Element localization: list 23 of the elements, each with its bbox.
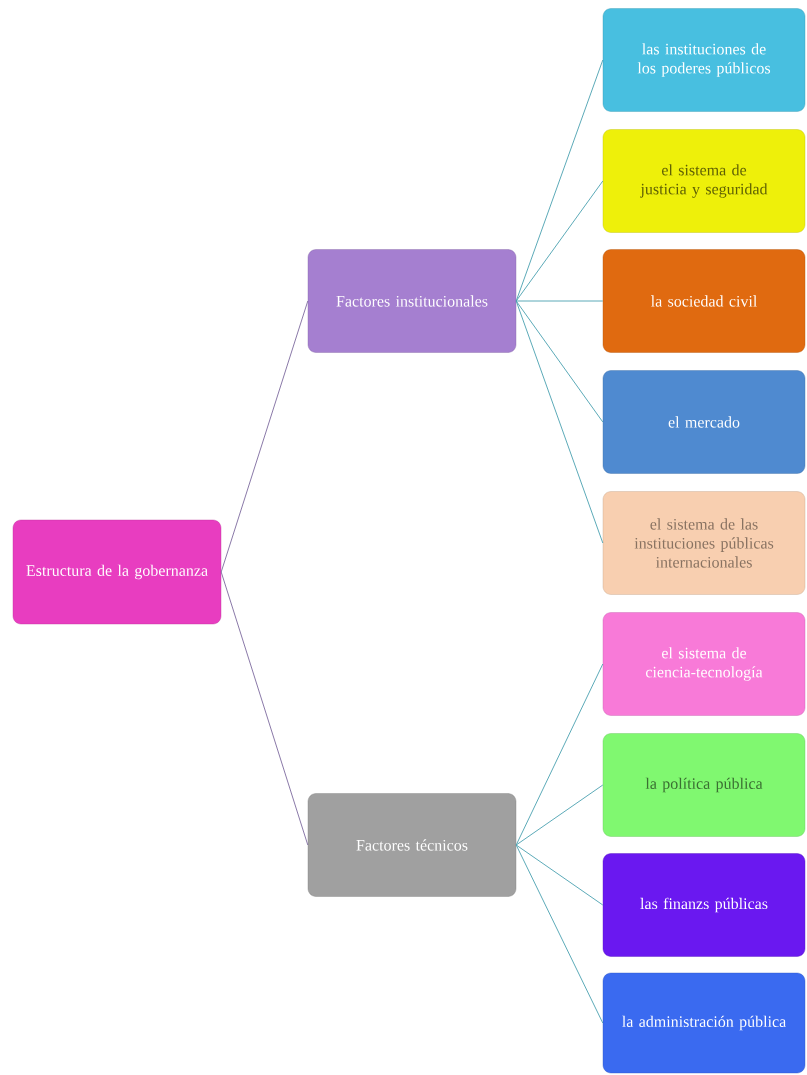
connector-line bbox=[515, 844, 604, 906]
process-box: la administración pública bbox=[602, 972, 806, 1074]
connector-line bbox=[220, 300, 309, 573]
process-box: Estructura de la gobernanza bbox=[12, 519, 222, 625]
process-box: el sistema de justicia y seguridad bbox=[602, 129, 806, 233]
connector-line bbox=[515, 300, 604, 302]
process-box: el sistema de ciencia-tecnología bbox=[602, 612, 806, 716]
connector-line bbox=[515, 663, 604, 846]
process-box: la política pública bbox=[602, 733, 806, 837]
process-box: las finanzs públicas bbox=[602, 853, 806, 957]
process-box: el sistema de las instituciones públicas internacionales bbox=[602, 491, 806, 595]
process-box: las instituciones de los poderes públicos bbox=[602, 8, 806, 112]
connector-line bbox=[515, 300, 604, 544]
process-box: el mercado bbox=[602, 370, 806, 474]
connector-line bbox=[220, 571, 309, 846]
connector-line bbox=[515, 180, 604, 302]
connector-line bbox=[515, 784, 604, 846]
process-box: Factores institucionales bbox=[307, 249, 517, 353]
process-box: la sociedad civil bbox=[602, 249, 806, 353]
connector-line bbox=[515, 300, 604, 423]
process-box: Factores técnicos bbox=[307, 793, 517, 897]
connector-line bbox=[515, 59, 604, 302]
connector-line bbox=[515, 844, 604, 1024]
